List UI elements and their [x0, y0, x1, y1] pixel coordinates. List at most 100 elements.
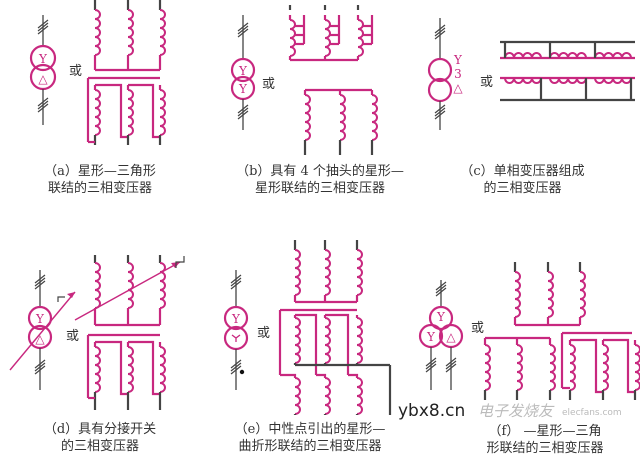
three-phase-hatch-icon [435, 287, 447, 297]
coil-winding [504, 77, 542, 84]
three-phase-hatch-icon [230, 274, 242, 284]
coil-winding [549, 344, 556, 391]
coil-winding [547, 271, 554, 318]
coil-winding [371, 94, 378, 141]
three-phase-hatch-icon [37, 100, 49, 110]
coil-winding [579, 271, 586, 318]
caption-b-line2: 星形联结的三相变压器 [254, 181, 385, 196]
coil-winding [294, 317, 301, 364]
symbol-a-y: Y [38, 52, 48, 66]
three-phase-hatch-icon [37, 97, 49, 107]
caption-a: （a）星形—三角形 联结的三相变压器 [30, 163, 170, 197]
coil-winding [516, 344, 523, 391]
coil-winding [514, 271, 521, 318]
three-phase-hatch-icon [230, 277, 242, 287]
coil-winding [94, 9, 101, 56]
caption-c-line1: （c）单相变压器组成 [460, 164, 585, 179]
winding-circle-icon [428, 305, 454, 331]
caption-e-line2: 曲折形联结的三相变压器 [238, 439, 382, 454]
winding-circle-icon [223, 305, 249, 331]
wire [325, 313, 350, 375]
neutral-dot-icon [239, 369, 245, 375]
coil-winding [127, 89, 134, 136]
tap-changer-arrow [74, 261, 181, 321]
three-phase-hatch-icon [434, 27, 446, 37]
three-phase-hatch-icon [37, 19, 49, 29]
caption-c: （c）单相变压器组成 的三相变压器 [450, 163, 595, 197]
three-phase-hatch-icon [435, 284, 447, 294]
wire [295, 313, 318, 375]
three-phase-hatch-icon [425, 363, 437, 373]
winding-circle-icon [427, 77, 453, 103]
symbols [9, 15, 464, 390]
three-phase-hatch-icon [237, 107, 249, 117]
coil-winding [94, 346, 101, 393]
switch-icon [175, 256, 185, 268]
caption-e: （e）中性点引出的星形— 曲折形联结的三相变压器 [215, 421, 405, 455]
coil-winding [324, 19, 331, 57]
three-phase-hatch-icon [34, 280, 46, 290]
three-phase-hatch-icon [34, 359, 46, 369]
wire [128, 83, 160, 139]
symbol-d-y: Y [35, 312, 45, 326]
wire [570, 338, 603, 394]
three-phase-hatch-icon [34, 277, 46, 287]
three-phase-hatch-icon [34, 274, 46, 284]
coil-winding [484, 344, 491, 391]
or-label-f: 或 [471, 321, 484, 336]
three-phase-hatch-icon [230, 362, 242, 372]
symbol-b-y2: Y [238, 82, 248, 96]
symbol-e-y: Y [231, 312, 241, 326]
coil-winding [602, 344, 609, 391]
coil-winding [159, 346, 166, 393]
symbol-c-3: 3 [454, 67, 462, 81]
symbol-c-delta: △ [453, 81, 463, 95]
caption-d-line2: 的三相变压器 [60, 439, 139, 454]
coil-winding [357, 19, 364, 57]
caption-b: （b）具有 4 个抽头的星形— 星形联结的三相变压器 [230, 163, 410, 197]
three-phase-hatch-icon [425, 360, 437, 370]
caption-e-line1: （e）中性点引出的星形— [234, 422, 386, 437]
three-phase-hatch-icon [434, 107, 446, 117]
caption-f-line2: 形联结的三相变压器 [486, 441, 604, 456]
wire [280, 373, 297, 378]
coil-winding [549, 52, 587, 59]
three-phase-hatch-icon [237, 25, 249, 35]
coil-winding [94, 89, 101, 136]
three-phase-hatch-icon [434, 104, 446, 114]
symbol-c-y: Y [453, 53, 463, 67]
three-phase-hatch-icon [435, 281, 447, 291]
switch-icon [57, 296, 65, 302]
three-phase-hatch-icon [434, 24, 446, 34]
caption-f: （f） —星形—三角 形联结的三相变压器 [470, 423, 620, 457]
caption-c-line2: 的三相变压器 [483, 181, 562, 196]
coil-winding [127, 9, 134, 56]
coil-winding [504, 52, 542, 59]
windings [86, 0, 640, 415]
three-phase-hatch-icon [434, 30, 446, 40]
or-label-d: 或 [66, 329, 79, 344]
wire [316, 373, 327, 378]
winding-circle-icon [427, 57, 453, 83]
or-label-b: 或 [262, 77, 275, 92]
symbol-b-y1: Y [238, 64, 248, 78]
coil-winding [94, 262, 101, 309]
arrowhead-icon [67, 292, 75, 298]
three-phase-hatch-icon [237, 22, 249, 32]
coil-winding [289, 19, 296, 57]
coil-winding [356, 249, 363, 296]
watermark-site: ybx8.cn [398, 401, 466, 421]
three-phase-hatch-icon [34, 362, 46, 372]
caption-a-line1: （a）星形—三角形 [44, 164, 156, 179]
or-label-a: 或 [69, 64, 82, 79]
three-phase-hatch-icon [34, 365, 46, 375]
coil-winding [356, 317, 363, 364]
zigzag-icon [231, 334, 241, 342]
coil-winding [159, 89, 166, 136]
caption-a-line2: 联结的三相变压器 [47, 181, 152, 196]
coil-winding [549, 77, 587, 84]
coil-winding [127, 262, 134, 309]
caption-f-line1: （f） —星形—三角 [488, 424, 602, 439]
wire [95, 83, 128, 139]
